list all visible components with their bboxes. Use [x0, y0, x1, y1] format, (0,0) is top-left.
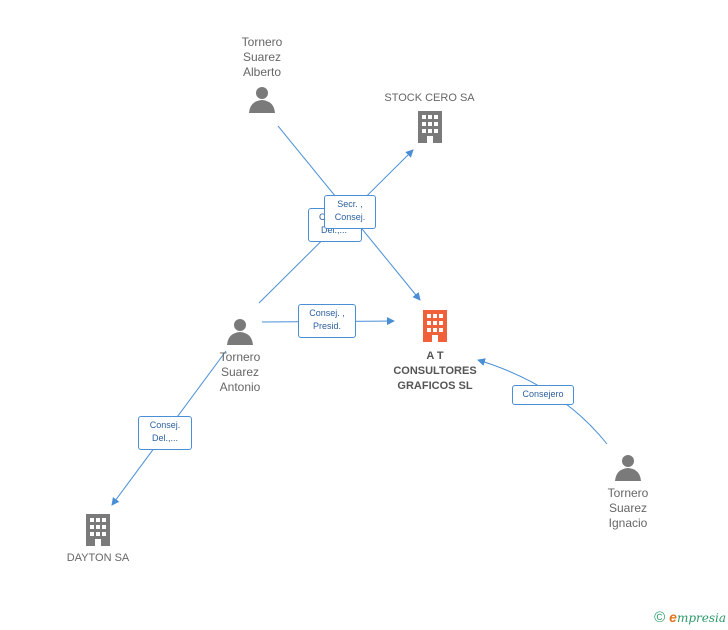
- edge-label-ignacio-main[interactable]: Consejero: [512, 385, 574, 405]
- person-name-line: Ignacio: [608, 516, 648, 530]
- brand-logo-text: mpresia: [676, 611, 726, 625]
- person-icon: [227, 319, 253, 345]
- company-name-line: GRAFICOS SL: [397, 380, 473, 392]
- building-icon: [417, 111, 442, 143]
- person-name-line: Tornero: [607, 486, 649, 500]
- company-main[interactable]: A T CONSULTORES GRAFICOS SL: [380, 309, 490, 394]
- company-name: STOCK CERO SA: [384, 92, 475, 104]
- edge-label-line: C: [319, 212, 326, 222]
- edge-label-alberto-main[interactable]: Secr. , Consej.: [324, 195, 376, 229]
- person-name-line: Antonio: [219, 380, 261, 394]
- person-name-line: Suarez: [608, 501, 648, 515]
- person-name-line: Suarez: [220, 365, 260, 379]
- company-dayton[interactable]: DAYTON SA: [50, 513, 146, 566]
- edge-label-line: Consejero: [522, 389, 564, 399]
- person-name-line: Alberto: [242, 65, 282, 79]
- person-icon: [249, 87, 275, 113]
- company-name-line: CONSULTORES: [393, 365, 477, 377]
- edge-label-line: Consej. ,: [309, 308, 345, 318]
- person-icon: [615, 455, 641, 481]
- brand-footer: ©empresia: [654, 609, 726, 626]
- building-icon: [423, 310, 447, 342]
- person-alberto[interactable]: Tornero Suarez Alberto: [222, 35, 302, 118]
- edge-label-line: Del.,...: [321, 225, 348, 235]
- person-ignacio[interactable]: Tornero Suarez Ignacio: [588, 452, 668, 531]
- person-antonio[interactable]: Tornero Suarez Antonio: [200, 316, 280, 395]
- brand-logo-initial: e: [669, 609, 677, 625]
- edge-label-antonio-dayton[interactable]: Consej. Del.,...: [138, 416, 192, 450]
- edge-label-antonio-main[interactable]: Consej. , Presid.: [298, 304, 356, 338]
- edge-label-line: Presid.: [312, 321, 341, 331]
- edge-label-line: Del.,...: [151, 433, 178, 443]
- copyright-icon: ©: [654, 609, 666, 626]
- company-stock-cero[interactable]: STOCK CERO SA: [372, 91, 487, 148]
- person-name-line: Suarez: [242, 50, 282, 64]
- person-name-line: Tornero: [219, 350, 261, 364]
- edge-label-line: Consej.: [149, 420, 181, 430]
- building-icon: [86, 514, 110, 546]
- company-name: DAYTON SA: [66, 552, 130, 564]
- person-name-line: Tornero: [241, 35, 283, 49]
- edge-label-line: Secr. ,: [337, 199, 363, 209]
- edge-label-line: Consej.: [334, 212, 366, 222]
- company-name-line: A T: [426, 350, 444, 362]
